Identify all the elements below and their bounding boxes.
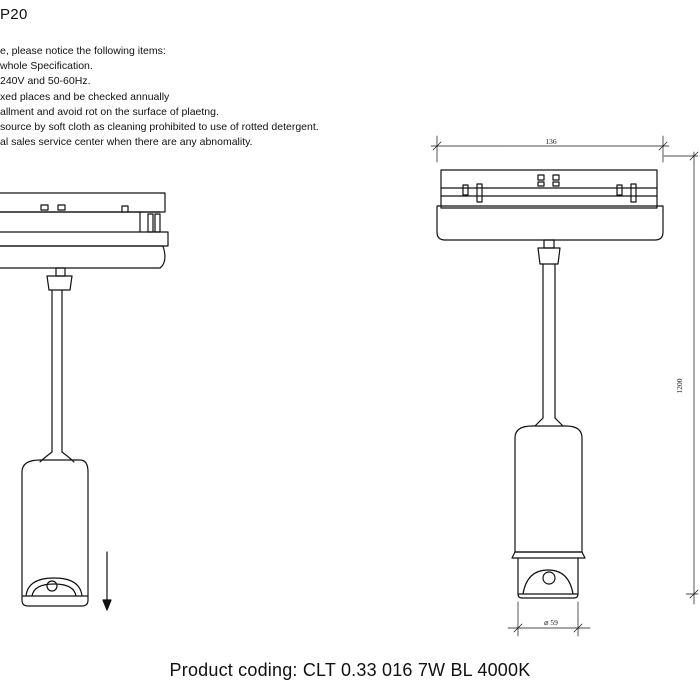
note-item: allment and avoid rot on the surface of … [0, 105, 219, 118]
right-view-fixture [436, 169, 664, 599]
height-dimension-label: 1200 [675, 378, 684, 393]
direction-arrow-icon [102, 599, 112, 611]
dimension-lines [430, 135, 699, 637]
note-item: whole Specification. [0, 60, 93, 73]
left-view-fixture [0, 192, 169, 607]
note-item: source by soft cloth as cleaning prohibi… [0, 121, 319, 134]
note-item: xed places and be checked annually [0, 90, 170, 103]
ip-rating-title: P20 [0, 6, 28, 23]
instruction-notes: e, please notice the following items: wh… [0, 44, 319, 150]
note-item: al sales service center when there are a… [0, 136, 253, 149]
note-item: 240V and 50-60Hz. [0, 75, 91, 88]
width-dimension-label: 136 [545, 137, 557, 146]
product-coding: Product coding: CLT 0.33 016 7W BL 4000K [169, 660, 531, 680]
diameter-dimension-label: ⌀ 59 [544, 618, 558, 627]
notes-intro: e, please notice the following items: [0, 45, 166, 57]
